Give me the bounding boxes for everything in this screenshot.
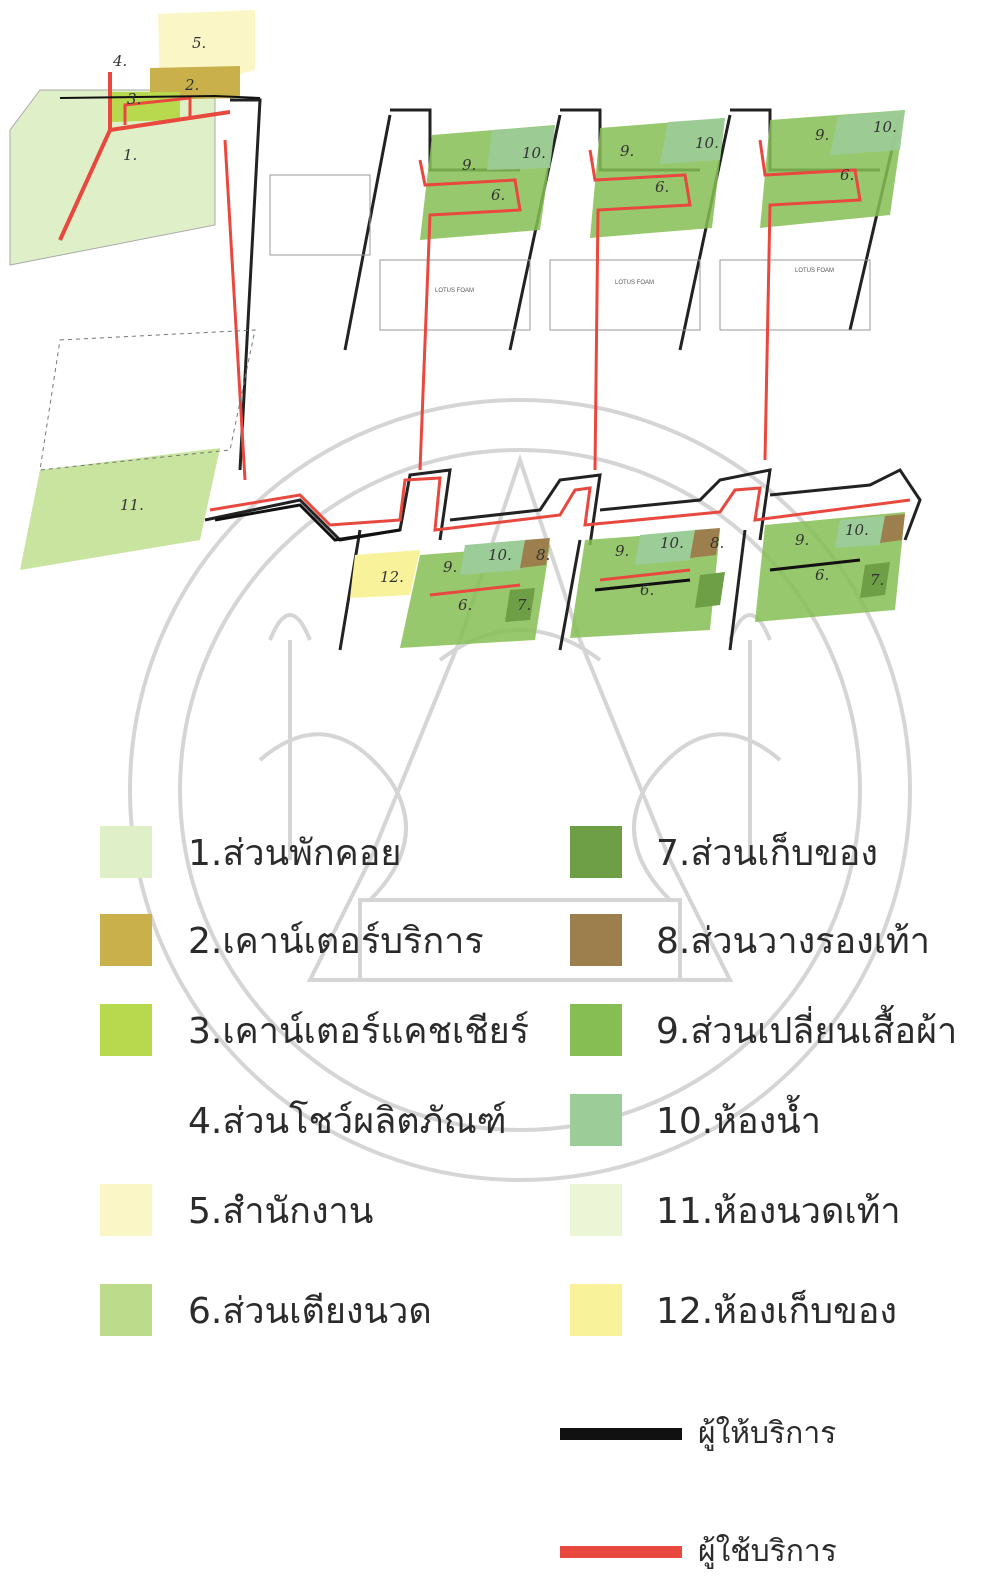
legend-item-10: 10.ห้องน้ำ <box>570 1090 821 1150</box>
zone-label-10-b: 10. <box>660 534 684 552</box>
zone-2-service-counter <box>150 66 240 100</box>
legend-label-11: 11.ห้องนวดเท้า <box>656 1190 901 1232</box>
room-name-2: LOTUS FOAM <box>615 280 654 286</box>
legend-label-4: 4.ส่วนโชว์ผลิตภัณฑ์ <box>188 1100 507 1142</box>
route-legend-customer: ผู้ใช้บริการ <box>560 1528 837 1575</box>
legend-label-6: 6.ส่วนเตียงนวด <box>188 1290 432 1332</box>
staff-route-label: ผู้ให้บริการ <box>698 1416 837 1451</box>
zone-label-9-e: 9. <box>815 126 829 144</box>
legend-label-5: 5.สำนักงาน <box>188 1190 374 1232</box>
zone-12-storage <box>350 550 420 598</box>
legend-swatch-10 <box>570 1094 622 1146</box>
zone-legend: 1.ส่วนพักคอย 2.เคาน์เตอร์บริการ 3.เคาน์เ… <box>0 810 1006 1370</box>
zone-label-6-c: 6. <box>815 566 829 584</box>
legend-item-1: 1.ส่วนพักคอย <box>100 822 401 882</box>
zone-label-6-b: 6. <box>640 581 654 599</box>
zone-label-4: 4. <box>112 52 127 70</box>
legend-item-6: 6.ส่วนเตียงนวด <box>100 1280 432 1340</box>
legend-swatch-5 <box>100 1184 152 1236</box>
legend-item-3: 3.เคาน์เตอร์แคชเชียร์ <box>100 1000 529 1060</box>
legend-item-11: 11.ห้องนวดเท้า <box>570 1180 901 1240</box>
floor-plan-diagram: 4. 5. 3. 2. 1. 11. 12. 9. 10. 6. 9. 10. … <box>9 10 922 651</box>
room-name-1: LOTUS FOAM <box>435 288 474 294</box>
zone-label-6: 6. <box>491 186 505 204</box>
legend-item-5: 5.สำนักงาน <box>100 1180 373 1240</box>
zone-label-10-c: 10. <box>845 521 869 539</box>
legend-item-8: 8.ส่วนวางรองเท้า <box>570 910 930 970</box>
legend-swatch-2 <box>100 914 152 966</box>
legend-swatch-12 <box>570 1284 622 1336</box>
zone-label-10-lower: 10. <box>488 546 512 564</box>
zone-label-9-b: 9. <box>615 542 629 560</box>
zone-11-foot-massage <box>20 448 220 570</box>
zone-label-8-b: 8. <box>710 534 724 552</box>
legend-swatch-6 <box>100 1284 152 1336</box>
room-name-3: LOTUS FOAM <box>795 268 834 274</box>
upper-left-block <box>9 10 261 266</box>
zone-label-10: 10. <box>522 144 546 162</box>
legend-item-12: 12.ห้องเก็บของ <box>570 1280 897 1340</box>
legend-swatch-7 <box>570 826 622 878</box>
zone-label-8: 8. <box>536 546 550 564</box>
zone-label-9-lower: 9. <box>443 558 457 576</box>
customer-route-line <box>560 1545 682 1558</box>
zone-label-1: 1. <box>123 146 137 164</box>
zone-label-6-d: 6. <box>655 178 669 196</box>
legend-label-7: 7.ส่วนเก็บของ <box>656 832 878 874</box>
zone-label-6-e: 6. <box>840 166 854 184</box>
legend-label-3: 3.เคาน์เตอร์แคชเชียร์ <box>188 1010 530 1052</box>
zone-number-labels: 4. 5. 3. 2. 1. 11. 12. 9. 10. 6. 9. 10. … <box>112 34 897 614</box>
route-legend-staff: ผู้ให้บริการ <box>560 1410 836 1457</box>
legend-label-12: 12.ห้องเก็บของ <box>656 1290 897 1332</box>
staff-route-line <box>560 1427 682 1440</box>
lower-floor <box>204 468 922 651</box>
legend-swatch-11 <box>570 1184 622 1236</box>
legend-label-1: 1.ส่วนพักคอย <box>188 832 402 874</box>
legend-item-4: 4.ส่วนโชว์ผลิตภัณฑ์ <box>100 1090 507 1150</box>
zone-label-11: 11. <box>120 496 144 514</box>
zone-label-5: 5. <box>192 34 206 52</box>
legend-swatch-3 <box>100 1004 152 1056</box>
legend-swatch-4 <box>100 1094 152 1146</box>
legend-swatch-9 <box>570 1004 622 1056</box>
legend-label-8: 8.ส่วนวางรองเท้า <box>656 920 930 962</box>
legend-item-9: 9.ส่วนเปลี่ยนเสื้อผ้า <box>570 1000 957 1060</box>
legend-label-10: 10.ห้องน้ำ <box>656 1100 822 1142</box>
zone-label-3: 3. <box>127 90 141 108</box>
legend-swatch-8 <box>570 914 622 966</box>
zone-label-6-lower: 6. <box>458 596 472 614</box>
zone-label-7-c: 7. <box>870 571 884 589</box>
zone-label-10-e: 10. <box>873 118 897 136</box>
zone-label-9-c: 9. <box>795 531 809 549</box>
zone-label-7: 7. <box>517 596 531 614</box>
legend-label-2: 2.เคาน์เตอร์บริการ <box>188 920 484 962</box>
zone-label-2: 2. <box>184 76 199 94</box>
zone-label-10-d: 10. <box>695 134 719 152</box>
legend-label-9: 9.ส่วนเปลี่ยนเสื้อผ้า <box>656 1010 958 1052</box>
legend-item-2: 2.เคาน์เตอร์บริการ <box>100 910 484 970</box>
legend-item-7: 7.ส่วนเก็บของ <box>570 822 878 882</box>
legend-swatch-1 <box>100 826 152 878</box>
zone-label-9-d: 9. <box>620 142 634 160</box>
customer-route-label: ผู้ใช้บริการ <box>698 1534 837 1569</box>
zone-label-9: 9. <box>462 156 476 174</box>
zone-label-12: 12. <box>380 568 404 586</box>
